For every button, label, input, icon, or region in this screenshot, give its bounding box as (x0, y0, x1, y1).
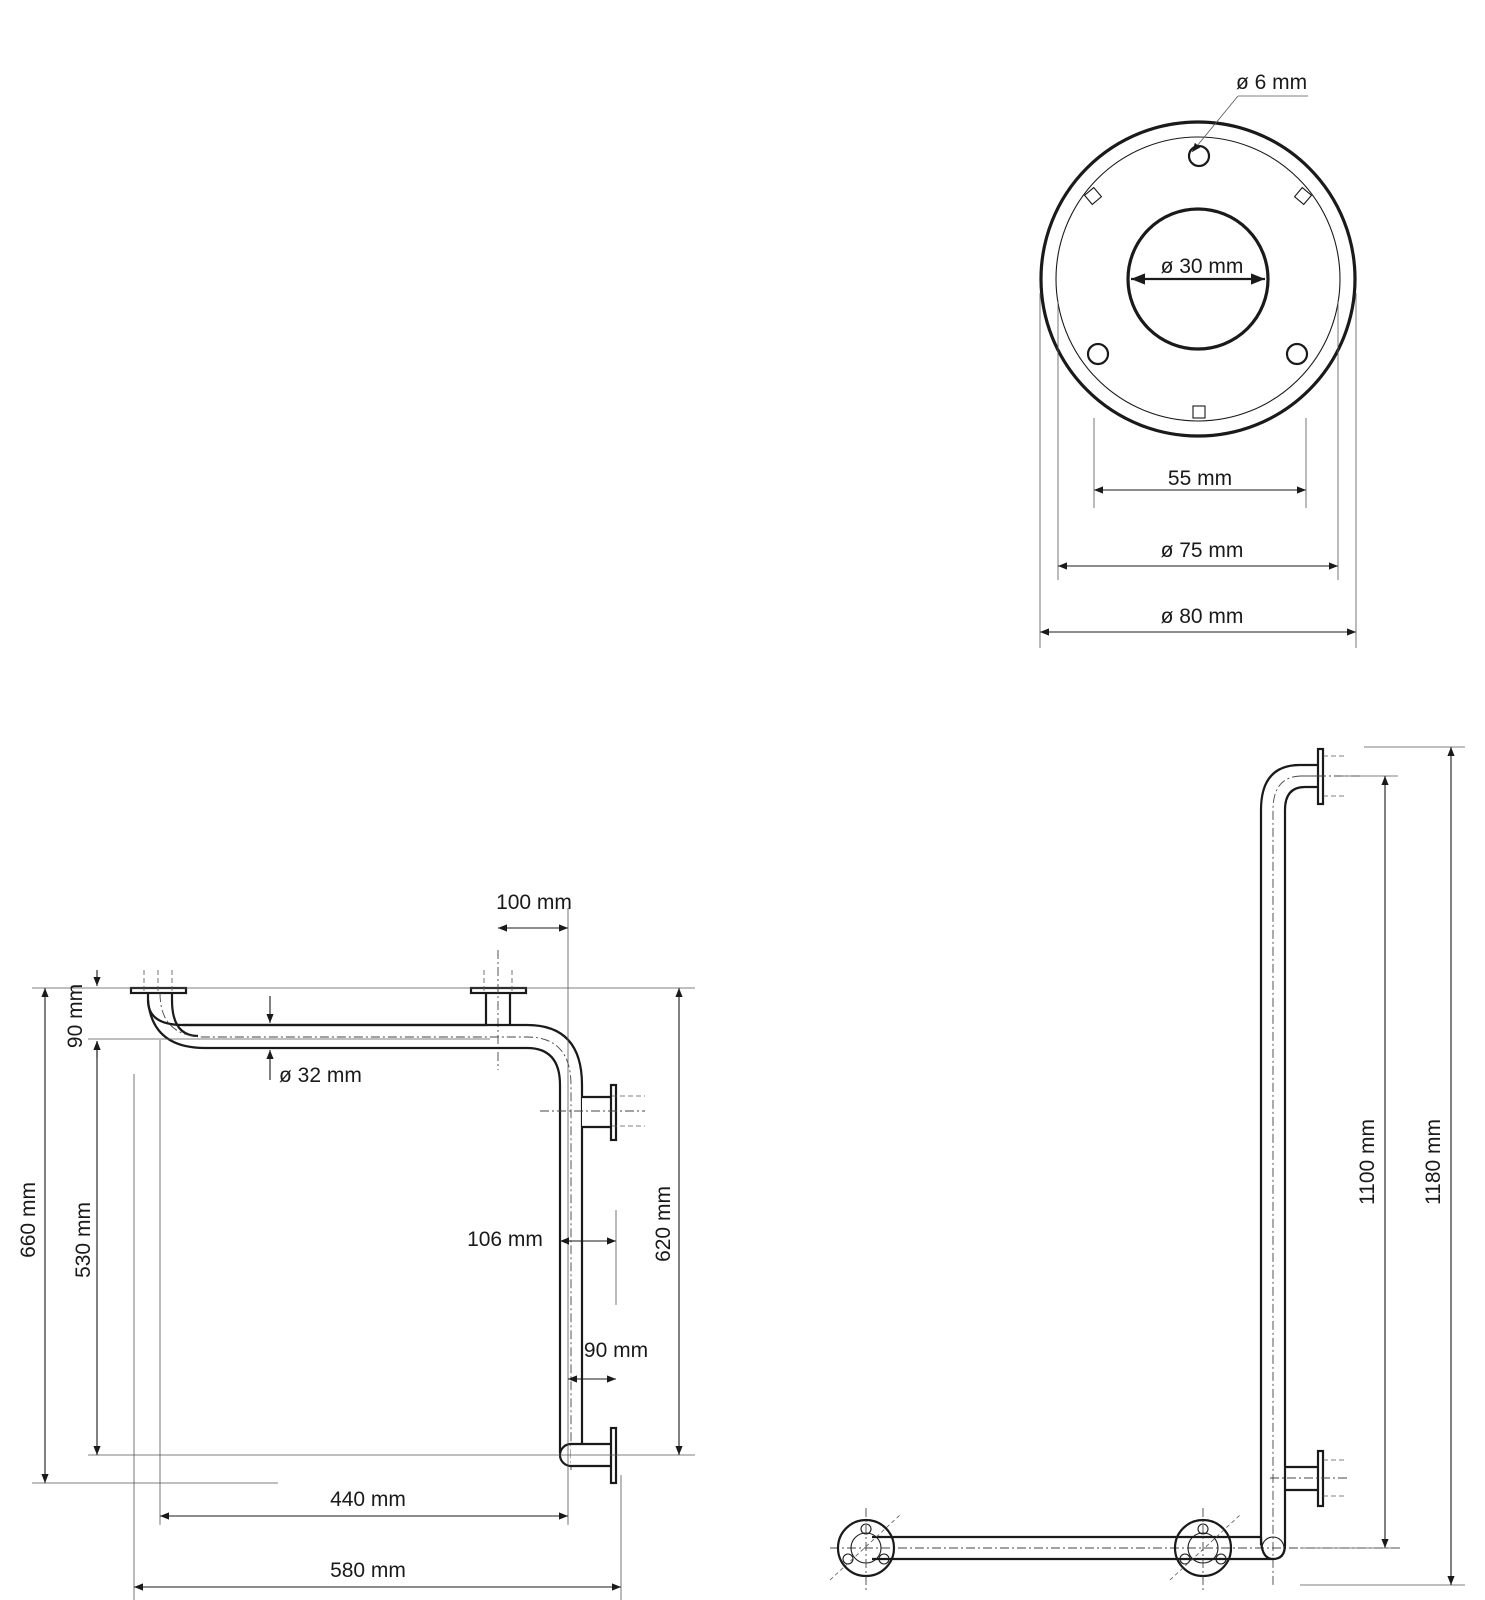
front-view: 100 mm 90 mm ø 32 mm 660 mm 530 mm 620 m… (17, 891, 695, 1600)
vertical-tube-outer (1259, 763, 1318, 1545)
screw-hole-right (1285, 342, 1309, 366)
wall-offset-top-label: 100 mm (496, 891, 572, 914)
lower-height-label: 530 mm (72, 1202, 95, 1278)
hole-diameter-label: ø 6 mm (1236, 71, 1307, 94)
tab-left (1083, 186, 1103, 206)
plate-inner-circle (1055, 136, 1341, 422)
flange-bottom-right (609, 1426, 618, 1485)
tube-opening-circle (1126, 207, 1270, 351)
plate-inner-diameter-label: ø 75 mm (1161, 539, 1244, 562)
tube-top-left-outer (146, 993, 488, 1027)
inner-height-label: 1100 mm (1356, 1119, 1379, 1205)
hole-spacing-label: 55 mm (1168, 467, 1232, 490)
wall-offset-bottom-label: 90 mm (584, 1339, 648, 1362)
rosette-view: ø 6 mm ø 30 mm 55 mm ø 75 mm ø 80 mm (1039, 71, 1357, 648)
side-view: 1100 mm 1180 mm (829, 746, 1465, 1592)
screw-hole-left (1086, 342, 1110, 366)
tab-bottom (1192, 405, 1206, 419)
flange-side-lower (1316, 1449, 1325, 1508)
tube-rise-label: 90 mm (64, 984, 87, 1048)
screw-hole-top (1187, 144, 1211, 168)
tab-right (1293, 186, 1313, 206)
inner-width-label: 440 mm (330, 1488, 406, 1511)
right-height-label: 620 mm (652, 1186, 675, 1262)
flange-top-left (129, 986, 188, 995)
plate-outer-diameter-label: ø 80 mm (1161, 605, 1244, 628)
flange-top-middle (469, 986, 528, 995)
vertical-tube-inner (1283, 785, 1318, 1545)
tube-diameter-label: ø 32 mm (279, 1064, 362, 1087)
flange-top (1316, 747, 1325, 806)
side-offset-label: 106 mm (467, 1228, 543, 1251)
tube-outer (146, 999, 562, 1453)
plate-outer-circle (1039, 120, 1357, 438)
total-width-label: 580 mm (330, 1559, 406, 1582)
flange-side (609, 1083, 618, 1142)
inner-diameter-label: ø 30 mm (1161, 255, 1244, 278)
total-height-label-side: 1180 mm (1422, 1119, 1445, 1205)
total-height-label: 660 mm (17, 1182, 40, 1258)
